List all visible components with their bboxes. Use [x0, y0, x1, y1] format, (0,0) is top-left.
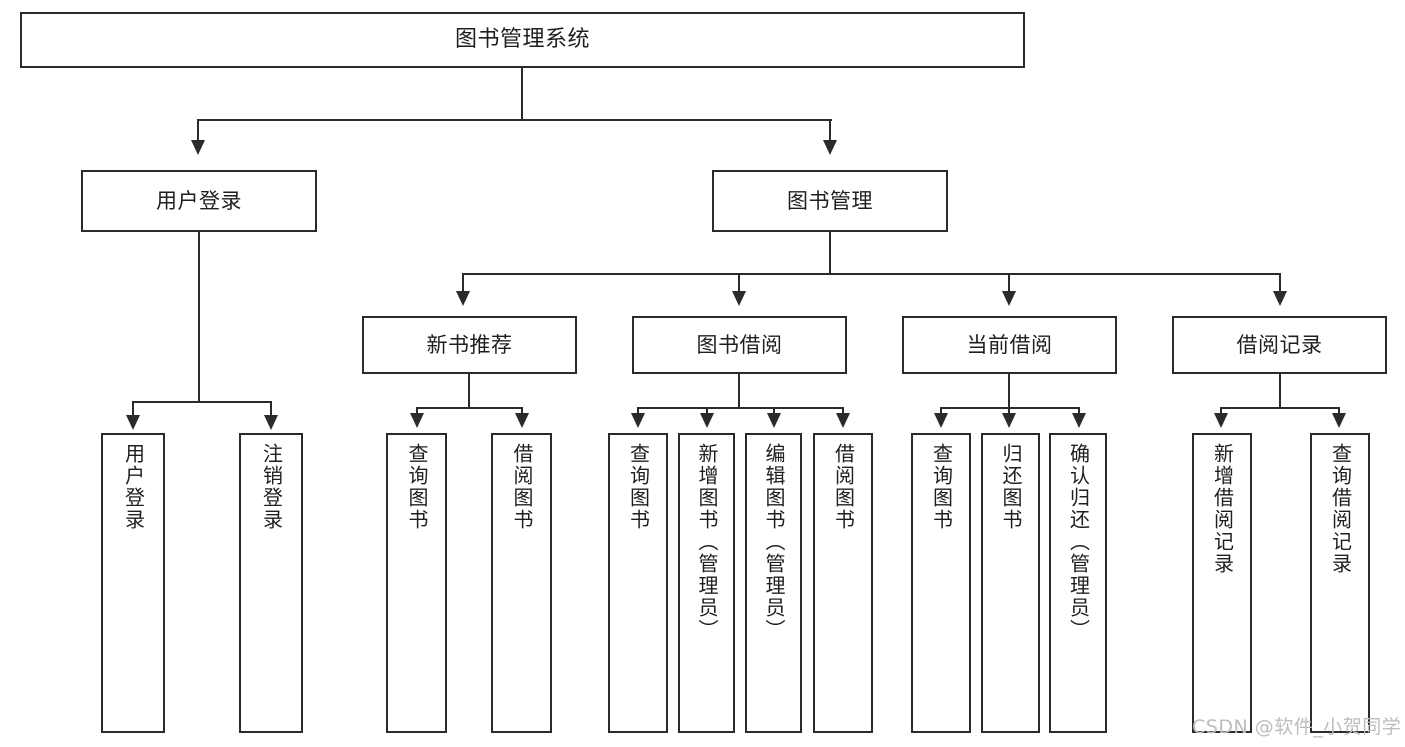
node-borrow-record[interactable]: 借阅记录: [1172, 316, 1387, 374]
connector-book-management-bus: [463, 273, 1281, 275]
connector-new-book-bus: [417, 407, 522, 409]
node-book-management-system[interactable]: 图书管理系统: [20, 12, 1025, 68]
leaf-label: 查询图书: [626, 443, 651, 531]
connector-bm-drop-1: [462, 273, 464, 297]
leaf-new-book-borrow-book[interactable]: 借阅图书: [491, 433, 552, 733]
leaf-borrow-record-add-record[interactable]: 新增借阅记录: [1192, 433, 1252, 733]
node-book-borrow[interactable]: 图书借阅: [632, 316, 847, 374]
node-label: 图书管理系统: [454, 27, 590, 53]
connector-user-login-bus: [133, 401, 271, 403]
arrowhead-bb-leaf-4: [836, 413, 850, 428]
arrowhead-root-to-book-management: [823, 140, 837, 155]
arrowhead-bb-leaf-2: [700, 413, 714, 428]
arrowhead-bm-to-new-book-recommend: [456, 291, 470, 306]
connector-book-borrow-bus: [638, 407, 844, 409]
node-current-borrow[interactable]: 当前借阅: [902, 316, 1117, 374]
node-label: 新书推荐: [426, 332, 513, 357]
leaf-borrow-record-query-record[interactable]: 查询借阅记录: [1310, 433, 1370, 733]
connector-user-login-stem: [198, 232, 200, 402]
connector-bm-drop-3: [1008, 273, 1010, 297]
node-label: 图书管理: [787, 188, 873, 213]
leaf-new-book-query-book[interactable]: 查询图书: [386, 433, 447, 733]
leaf-label: 归还图书: [999, 443, 1023, 531]
connector-user-login-drop-1: [132, 401, 134, 421]
arrowhead-new-book-leaf-2: [515, 413, 529, 428]
arrowhead-bm-to-book-borrow: [732, 291, 746, 306]
leaf-label: 借阅图书: [510, 443, 534, 531]
node-new-book-recommend[interactable]: 新书推荐: [362, 316, 577, 374]
arrowhead-br-leaf-2: [1332, 413, 1346, 428]
node-label: 借阅记录: [1236, 332, 1323, 357]
arrowhead-br-leaf-1: [1214, 413, 1228, 428]
arrowhead-cb-leaf-3: [1072, 413, 1086, 428]
leaf-current-borrow-confirm-return-admin[interactable]: 确认归还（管理员）: [1049, 433, 1107, 733]
leaf-label: 确认归还（管理员）: [1066, 443, 1091, 641]
arrowhead-bb-leaf-3: [767, 413, 781, 428]
arrowhead-user-login-leaf-1: [126, 415, 140, 430]
leaf-label: 查询图书: [405, 443, 429, 531]
arrowhead-bm-to-current-borrow: [1002, 291, 1016, 306]
arrowhead-bb-leaf-1: [631, 413, 645, 428]
connector-book-borrow-stem: [738, 374, 740, 408]
connector-borrow-record-bus: [1221, 407, 1339, 409]
arrowhead-root-to-user-login: [191, 140, 205, 155]
connector-user-login-drop-2: [270, 401, 272, 421]
node-label: 图书借阅: [696, 332, 783, 357]
connector-root-stem: [521, 68, 523, 120]
leaf-label: 查询图书: [929, 443, 954, 531]
connector-current-borrow-stem: [1008, 374, 1010, 408]
leaf-label: 借阅图书: [831, 443, 856, 531]
leaf-label: 注销登录: [259, 443, 284, 531]
arrowhead-new-book-leaf-1: [410, 413, 424, 428]
leaf-label: 编辑图书（管理员）: [762, 443, 786, 641]
leaf-label: 查询借阅记录: [1328, 443, 1353, 575]
arrowhead-cb-leaf-1: [934, 413, 948, 428]
arrowhead-bm-to-borrow-record: [1273, 291, 1287, 306]
leaf-book-borrow-edit-book-admin[interactable]: 编辑图书（管理员）: [745, 433, 802, 733]
node-user-login[interactable]: 用户登录: [81, 170, 317, 232]
leaf-user-login-logout[interactable]: 注销登录: [239, 433, 303, 733]
leaf-current-borrow-return-book[interactable]: 归还图书: [981, 433, 1040, 733]
leaf-label: 新增借阅记录: [1210, 443, 1235, 575]
leaf-label: 用户登录: [121, 443, 146, 531]
leaf-book-borrow-query-book[interactable]: 查询图书: [608, 433, 668, 733]
leaf-book-borrow-add-book-admin[interactable]: 新增图书（管理员）: [678, 433, 735, 733]
arrowhead-cb-leaf-2: [1002, 413, 1016, 428]
connector-current-borrow-bus: [941, 407, 1079, 409]
connector-book-management-stem: [829, 232, 831, 274]
node-label: 当前借阅: [966, 332, 1053, 357]
leaf-user-login-login[interactable]: 用户登录: [101, 433, 165, 733]
node-label: 用户登录: [156, 188, 242, 213]
connector-new-book-stem: [468, 374, 470, 408]
leaf-label: 新增图书（管理员）: [695, 443, 719, 641]
leaf-current-borrow-query-book[interactable]: 查询图书: [911, 433, 971, 733]
arrowhead-user-login-leaf-2: [264, 415, 278, 430]
connector-bm-drop-2: [738, 273, 740, 297]
node-book-management[interactable]: 图书管理: [712, 170, 948, 232]
connector-bm-drop-4: [1279, 273, 1281, 297]
connector-borrow-record-stem: [1279, 374, 1281, 408]
leaf-book-borrow-borrow-book[interactable]: 借阅图书: [813, 433, 873, 733]
connector-root-bus: [198, 119, 832, 121]
connector-root-to-book-management: [829, 119, 831, 147]
connector-root-to-user-login: [197, 119, 199, 147]
